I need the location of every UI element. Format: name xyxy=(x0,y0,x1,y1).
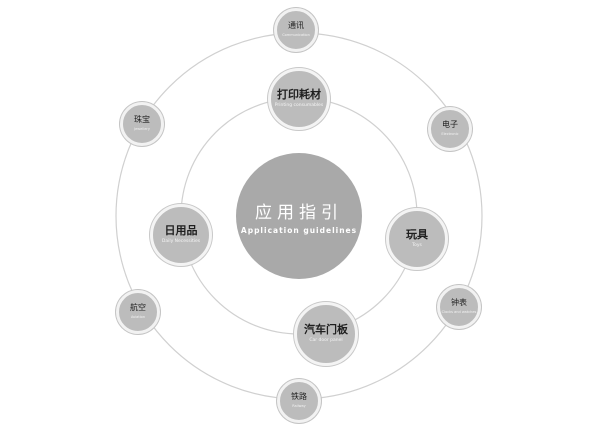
node-label-en: Car door panel xyxy=(309,338,343,344)
node-label-en: Electronic xyxy=(441,131,459,136)
node-label-zh: 铁路 xyxy=(291,392,307,402)
node-clocks: 钟表 Clocks and watches xyxy=(437,285,481,329)
node-railway: 铁路 Railway xyxy=(277,379,321,423)
node-label-en: Railway xyxy=(292,403,306,408)
node-electronics: 电子 Electronic xyxy=(428,107,472,151)
node-label-en: Clocks and watches xyxy=(441,309,477,314)
node-label-en: Jewellery xyxy=(134,126,150,131)
node-car-door: 汽车门板 Car door panel xyxy=(294,302,358,366)
node-daily: 日用品 Daily Necessities xyxy=(150,204,212,266)
node-label-zh: 日用品 xyxy=(164,223,198,237)
node-printing: 打印耗材 Printing consumables xyxy=(268,68,330,130)
node-label-zh: 玩具 xyxy=(406,227,428,241)
center-title-en: Application guidelines xyxy=(240,225,358,235)
node-label-zh: 打印耗材 xyxy=(277,87,321,101)
node-label-en: Aviation xyxy=(130,314,146,319)
node-label-en: Printing consumables xyxy=(274,103,324,109)
node-toys: 玩具 Toys xyxy=(386,208,448,270)
node-label-zh: 钟表 xyxy=(451,298,467,308)
node-jewellery: 珠宝 Jewellery xyxy=(120,102,164,146)
node-label-en: Communication xyxy=(282,32,310,37)
node-label-zh: 航空 xyxy=(130,303,146,313)
node-label-zh: 汽车门板 xyxy=(304,322,348,336)
center-title-zh: 应用指引 xyxy=(255,202,343,223)
center-hub: 应用指引 Application guidelines xyxy=(236,153,362,279)
node-label-en: Toys xyxy=(412,243,422,249)
node-label-zh: 珠宝 xyxy=(134,115,150,125)
node-label-zh: 通讯 xyxy=(288,21,304,31)
node-label-zh: 电子 xyxy=(442,120,458,130)
node-communication: 通讯 Communication xyxy=(274,8,318,52)
node-aviation: 航空 Aviation xyxy=(116,290,160,334)
node-label-en: Daily Necessities xyxy=(161,239,201,245)
